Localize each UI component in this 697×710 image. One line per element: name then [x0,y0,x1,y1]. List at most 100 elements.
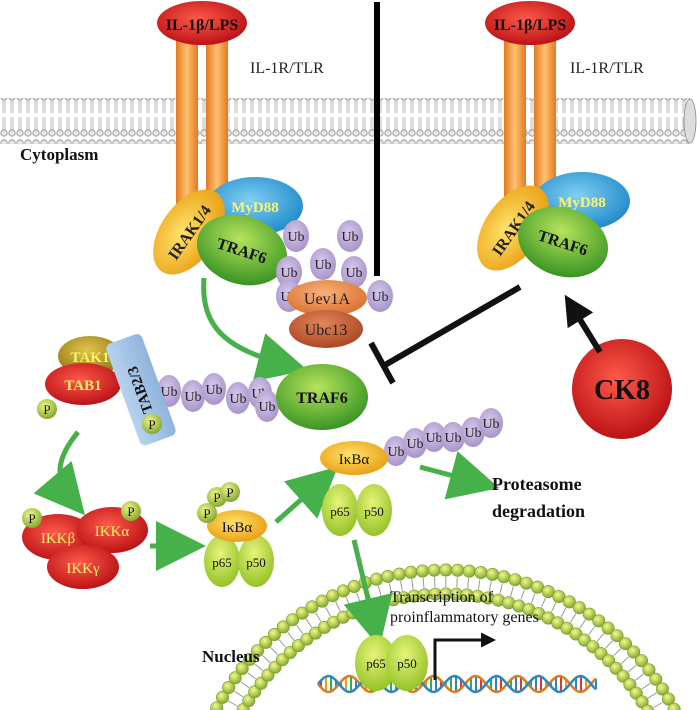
phospho-ikka [121,501,141,521]
phospho-tab23-label: P [148,417,155,432]
p65-nucleus [355,635,397,691]
nuclear-lipid [497,570,511,584]
ikba-phospho [207,510,267,542]
ub-ikba-chain-4 [441,422,465,452]
ub-ikba-chain-3 [422,422,446,452]
nuclear-lipid [627,645,641,659]
nuclear-lipid [451,563,465,577]
ub-tab-chain-7 [255,390,279,422]
ubc13 [289,310,363,348]
nuclear-lipid-tail [467,578,470,589]
nuclear-lipid-tail [278,639,286,648]
nuclear-lipid-tail [579,619,586,629]
ub-ikba-chain-2-label: Ub [406,437,423,452]
nuclear-lipid [216,690,230,704]
receptor-left-label: IL-1R/TLR [250,60,324,77]
nuclear-lipid-tail [541,597,546,608]
ub-free-3-label: Ub [280,266,297,281]
p65-cytoplasm [204,535,240,587]
ub-tab-chain-5-label: Ub [229,392,246,407]
p50-nucleus [386,635,428,691]
nucleus-label: Nucleus [202,647,260,666]
nuclear-lipid-tail [388,583,393,594]
arrow-tak1-ikk [33,430,85,516]
nuclear-lipid-tail [377,585,382,596]
nuclear-lipid-tail [647,692,657,699]
ikkg-label: IKKγ [66,561,100,577]
nuclear-lipid-tail [296,625,304,634]
nuclear-lipid [485,567,499,581]
nuclear-lipid [235,661,249,675]
nuclear-lipid [286,613,300,627]
p65-cytoplasm-label: p65 [212,555,232,570]
nuclear-lipid [649,672,663,686]
inhibition-line [383,284,522,368]
nuclear-lipid [508,573,522,587]
uev1a-label: Uev1A [304,291,351,308]
ikkg [47,545,119,589]
ub-free-2-label: Ub [341,230,358,245]
nuclear-lipid [661,692,675,706]
nuclear-lipid [369,572,383,586]
ub-tab-chain-5 [226,382,250,414]
nuclear-lipid-tail [605,640,613,649]
ikkb-label: IKKβ [41,531,75,547]
traf6-center [276,364,368,430]
nuclear-lipid [326,589,340,603]
tab1 [45,363,121,405]
nuclear-lipid-tail [262,655,271,663]
arrow-proteasome [419,451,500,500]
nuclear-lipid [210,701,224,710]
ub-free-7 [367,280,393,312]
nuclear-lipid-tail [641,682,651,690]
nuclear-lipid [228,671,242,685]
transcription-label-1: Transcription of [390,589,494,606]
nuclear-lipid [519,576,533,590]
ck8-label: CK8 [594,375,650,406]
nuclear-lipid [251,644,265,658]
ub-ikba-chain-6-label: Ub [482,417,499,432]
receptor-right-label: IL-1R/TLR [570,60,644,77]
ub-cluster: UbUbUbUbUbUbUb [276,220,393,312]
nuclear-lipid [634,654,648,668]
ub-tab-chain-2-label: Ub [160,385,177,400]
ub-free-4 [310,248,336,280]
p50-nucleus-label: p50 [397,656,417,671]
ikba-ub-label: IκBα [339,452,370,468]
nuclear-lipid-tail [596,633,604,642]
arrow-nuclear-translocation [343,539,393,648]
nuclear-lipid-tail [510,586,514,597]
nuclear-lipid-tail [287,632,295,641]
proteasome-label-2: degradation [492,501,585,521]
nuclear-lipid [276,620,290,634]
ligand-right [485,1,575,45]
nuclear-lipid-tail [335,601,341,612]
transcription-start-arrow [433,632,496,680]
nuclear-lipid [222,680,236,694]
nuclear-lipid-tail [240,681,250,689]
plasma-membrane [0,98,690,144]
nuclear-lipid [552,589,566,603]
nuclear-lipid-tail [499,583,503,594]
ubc13-label: Ubc13 [305,322,348,339]
ub-tab-chain-4-label: Ub [205,383,222,398]
ikka-label: IKKα [95,524,130,540]
nuclear-lipid [267,627,281,641]
nuclear-lipid-tail [234,690,244,698]
phospho-ikba-2 [220,482,240,502]
nuclear-lipid-tail [488,581,492,592]
nuclear-lipid-tail [520,589,525,600]
nuclear-lipid-tail [345,597,351,607]
nuclear-membrane [210,563,681,710]
nuclear-lipid-tail [635,673,644,681]
traf6-center-label: TRAF6 [296,390,348,407]
nuclear-lipid [592,614,606,628]
nuclear-lipid-tail [588,626,596,635]
transcription-label-2: proinflammatory genes [390,609,539,626]
nuclear-lipid-tail [422,577,425,588]
nuclear-lipid [667,702,681,710]
nuclear-lipid [415,564,429,578]
